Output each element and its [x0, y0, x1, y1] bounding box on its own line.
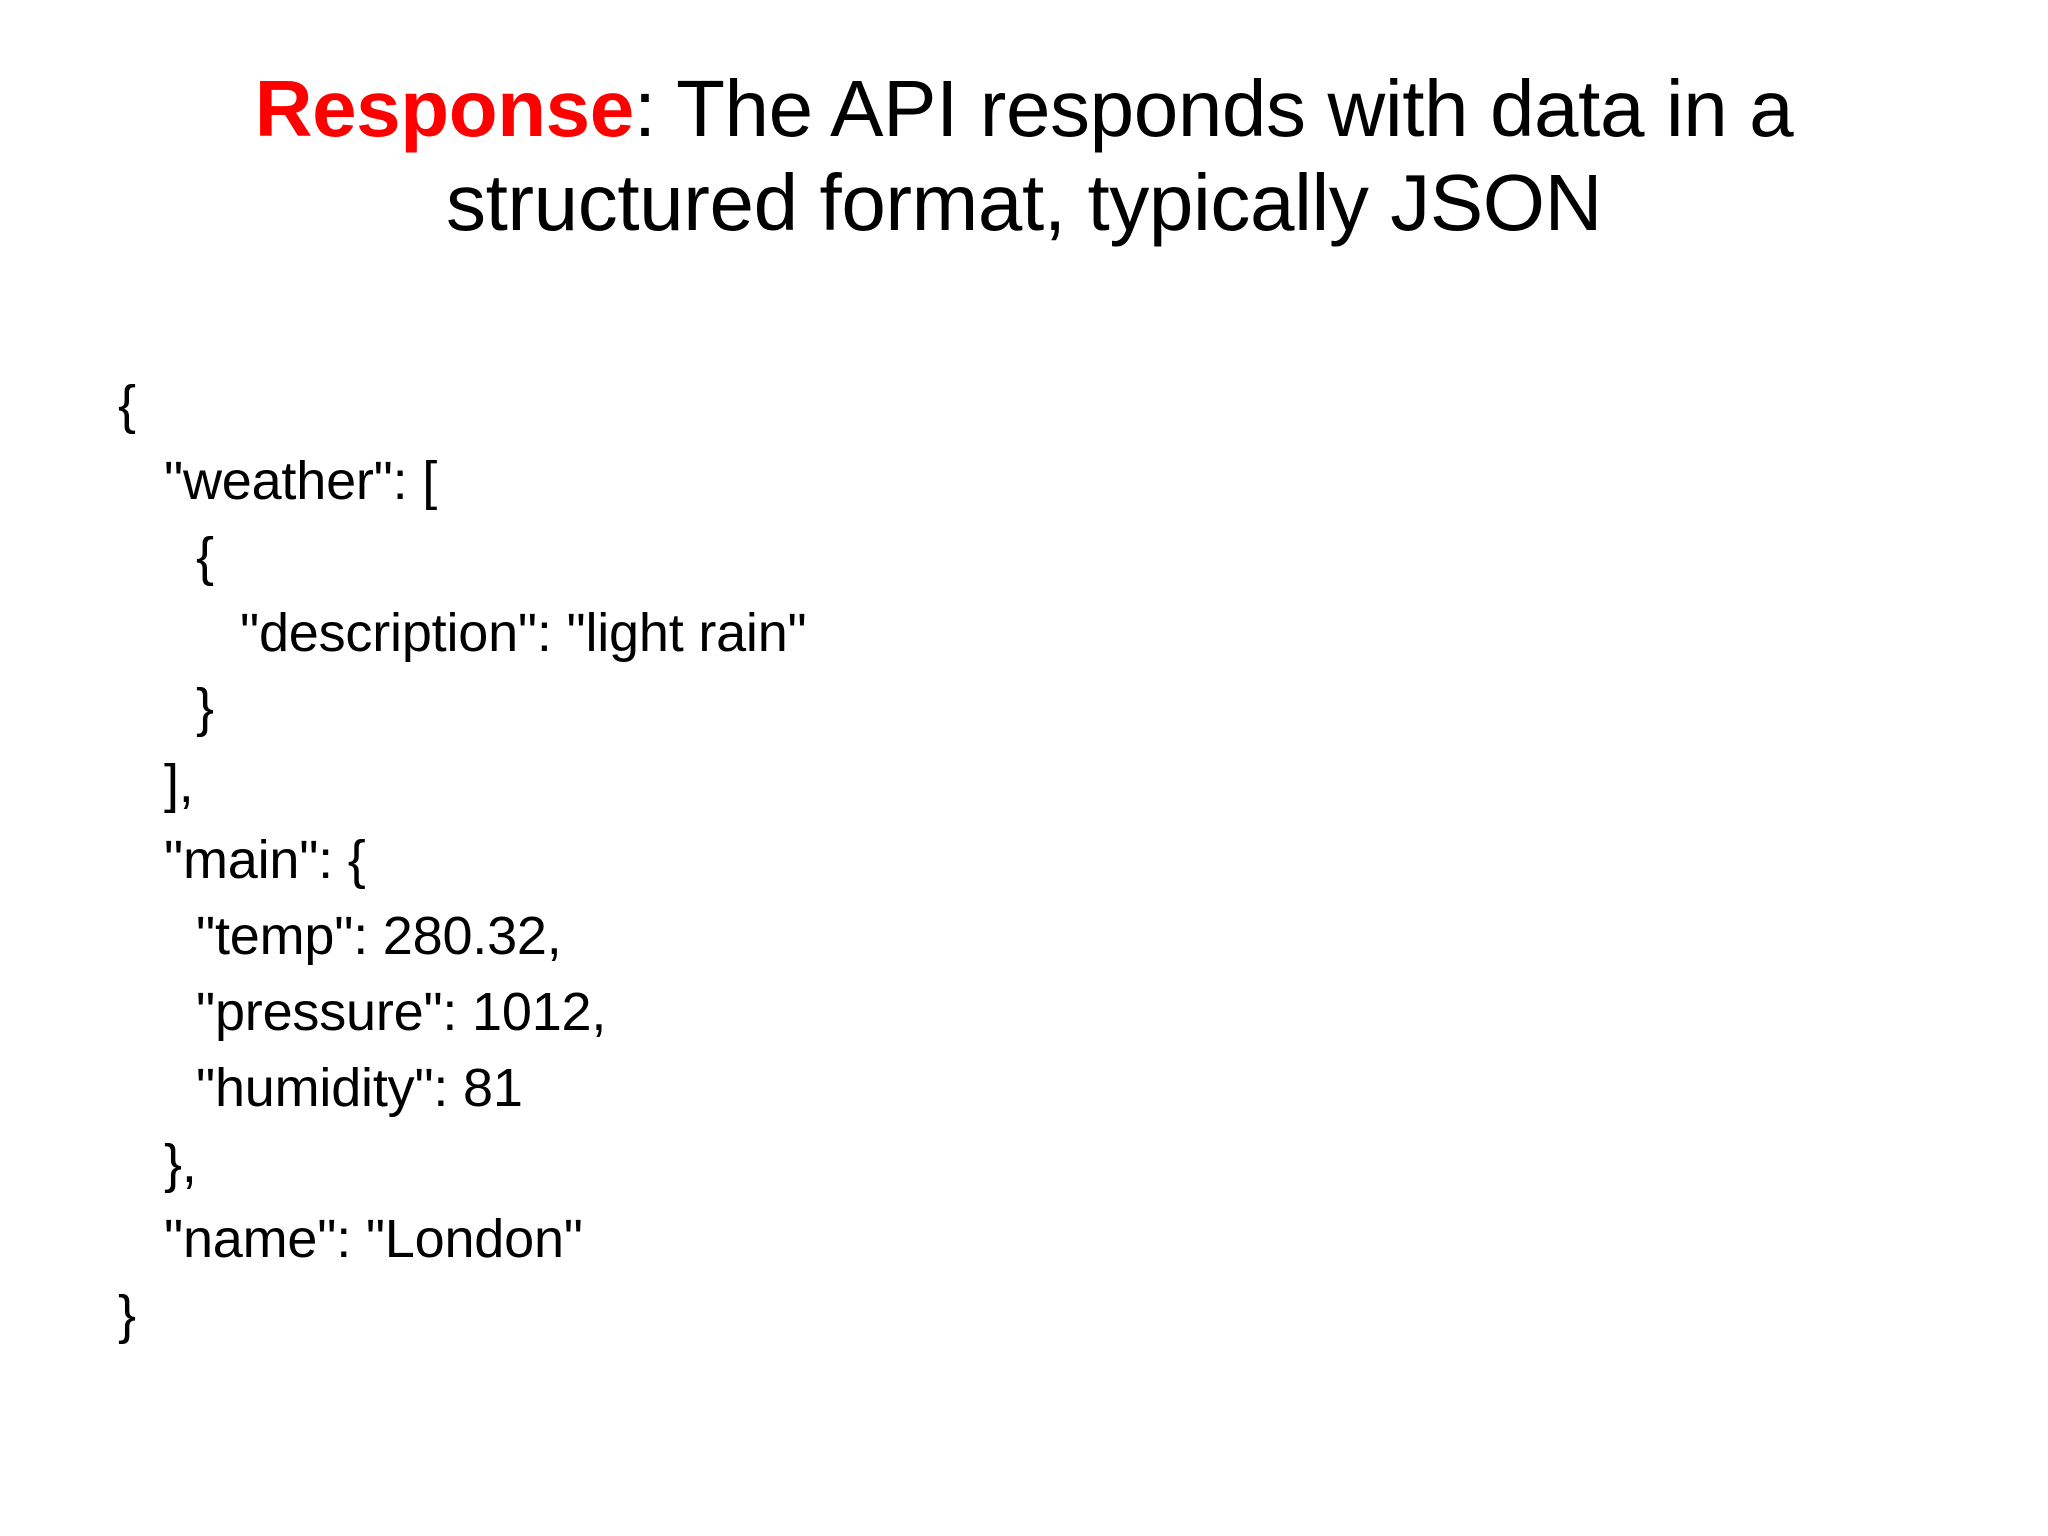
code-line: ], [164, 754, 194, 815]
title-line-1: Response: The API responds with data in … [150, 62, 1898, 156]
code-line: { [118, 375, 136, 435]
code-line: { [196, 526, 214, 587]
code-line: "name": "London" [164, 1209, 583, 1270]
code-line: "temp": 280.32, [196, 906, 562, 967]
code-line: "pressure": 1012, [196, 981, 607, 1042]
code-line: } [118, 1285, 136, 1346]
code-line: "weather": [ [164, 450, 438, 511]
code-line: "description": "light rain" [240, 602, 807, 663]
page-title: Response: The API responds with data in … [150, 62, 1898, 251]
code-line: } [196, 678, 214, 739]
json-code-block: { "weather": [ { "description": "light r… [118, 368, 1818, 1354]
title-line-2: structured format, typically JSON [445, 158, 1603, 248]
title-line-1-rest: : The API responds with data in a [633, 64, 1794, 153]
code-line: }, [164, 1133, 197, 1194]
code-line: "humidity": 81 [196, 1057, 523, 1118]
title-emphasis-response: Response [254, 64, 635, 153]
code-line: "main": { [164, 830, 366, 891]
